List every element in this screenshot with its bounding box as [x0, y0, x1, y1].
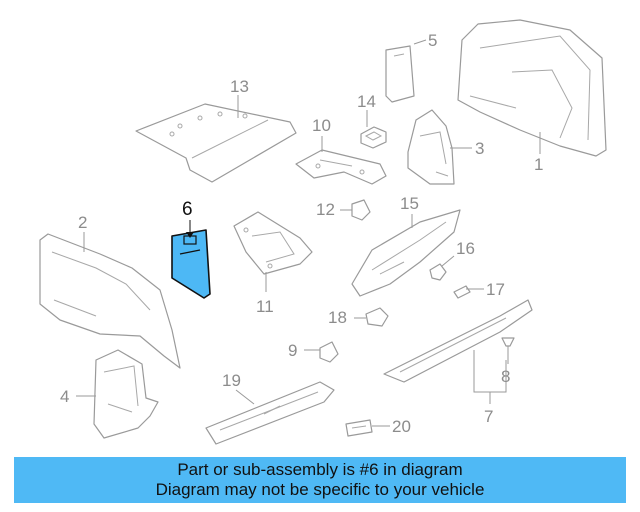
part-16-hook[interactable]: [429, 263, 447, 281]
callout-3: 3: [475, 139, 484, 158]
callout-13: 13: [230, 77, 249, 96]
part-14-clip[interactable]: [360, 126, 387, 149]
part-6-highlighted[interactable]: [171, 229, 211, 299]
callout-8: 8: [501, 367, 510, 386]
callout-9: 9: [288, 341, 297, 360]
part-20-handle[interactable]: [345, 419, 373, 437]
part-9-clip[interactable]: [319, 341, 339, 363]
callout-16: 16: [456, 239, 475, 258]
banner-line-2: Diagram may not be specific to your vehi…: [155, 480, 485, 499]
callout-20: 20: [392, 417, 411, 436]
part-15-door-trim[interactable]: [351, 209, 461, 297]
part-8-fastener[interactable]: [501, 337, 515, 347]
callout-5: 5: [428, 31, 437, 50]
callout-18: 18: [328, 308, 347, 327]
part-5-cover-panel[interactable]: [385, 45, 415, 103]
part-19-cargo-cover[interactable]: [205, 381, 335, 445]
info-banner: Part or sub-assembly is #6 in diagram Di…: [14, 457, 626, 503]
callout-14: 14: [357, 92, 376, 111]
callout-7: 7: [484, 407, 493, 426]
part-11-floor-panel[interactable]: [233, 211, 313, 275]
part-4-storage-bin[interactable]: [93, 349, 159, 439]
part-3-bracket[interactable]: [407, 109, 455, 185]
callout-15: 15: [400, 194, 419, 213]
callout-11: 11: [256, 297, 274, 316]
part-12-clip[interactable]: [351, 199, 371, 221]
parts-diagram: 13 5 14 1 3 10 2: [39, 19, 607, 445]
callout-17: 17: [486, 280, 505, 299]
part-18-clip[interactable]: [365, 307, 389, 327]
callout-10: 10: [312, 116, 331, 135]
callout-19: 19: [222, 371, 241, 390]
part-17-pin[interactable]: [453, 285, 471, 299]
part-10-floor-bracket[interactable]: [295, 149, 387, 185]
callout-6: 6: [182, 199, 193, 220]
part-7-sill-plate[interactable]: [383, 299, 533, 383]
callout-2: 2: [78, 213, 87, 232]
part-2-side-trim[interactable]: [39, 233, 181, 369]
part-13-floor-mat[interactable]: [135, 103, 297, 183]
callout-1: 1: [534, 155, 543, 174]
banner-line-1: Part or sub-assembly is #6 in diagram: [177, 460, 463, 479]
callout-12: 12: [316, 200, 335, 219]
callout-4: 4: [60, 387, 69, 406]
part-1-quarter-trim[interactable]: [457, 19, 607, 157]
